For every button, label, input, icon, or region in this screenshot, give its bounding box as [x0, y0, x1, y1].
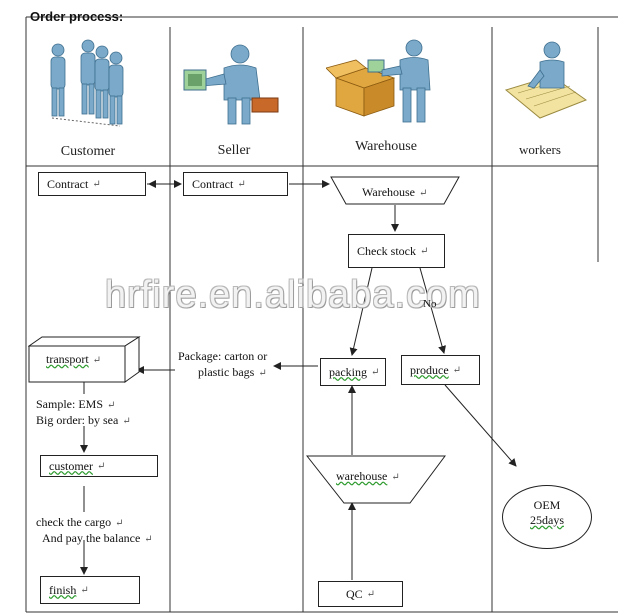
- transport-shape: [28, 336, 141, 383]
- seller-icon: [183, 44, 279, 125]
- contract-seller-box: Contract↵: [183, 172, 288, 196]
- sample-text: Sample: EMS↵: [36, 397, 116, 411]
- lane-seller-label: Seller: [217, 143, 251, 158]
- lane-workers-label: workers: [519, 142, 561, 157]
- qc-box: QC↵: [318, 581, 403, 607]
- contract-customer-box: Contract↵: [38, 172, 146, 196]
- warehouse-top-label: Warehouse↵: [362, 185, 428, 199]
- customer-group-icon: [50, 39, 124, 127]
- check-stock-box: Check stock↵: [348, 234, 445, 268]
- warehouse-worker-icon: [326, 39, 431, 123]
- finish-box: finish↵: [40, 576, 140, 604]
- warehouse-top-shape: [330, 176, 460, 205]
- pay-balance-text: And pay the balance↵: [42, 531, 153, 545]
- packing-box: packing↵: [320, 358, 386, 386]
- workers-icon: [504, 41, 588, 119]
- package-text-line2: plastic bags↵: [198, 365, 267, 379]
- page-title: Order process:: [30, 9, 124, 24]
- lane-warehouse-label: Warehouse: [355, 139, 417, 154]
- check-cargo-text: check the cargo↵: [36, 515, 124, 529]
- transport-label: transport↵: [46, 352, 102, 366]
- lane-customer-label: Customer: [60, 144, 116, 159]
- oem-ellipse: OEM 25days: [502, 485, 592, 549]
- produce-box: produce↵: [401, 355, 480, 385]
- warehouse-bottom-shape: [306, 455, 446, 504]
- big-order-text: Big order: by sea↵: [36, 413, 131, 427]
- warehouse-bottom-label: warehouse↵: [336, 469, 400, 483]
- package-text-line1: Package: carton or: [178, 349, 268, 363]
- watermark: hrfire.en.alibaba.com: [105, 274, 481, 316]
- no-branch-label: No: [423, 298, 437, 310]
- customer-box: customer↵: [40, 455, 158, 477]
